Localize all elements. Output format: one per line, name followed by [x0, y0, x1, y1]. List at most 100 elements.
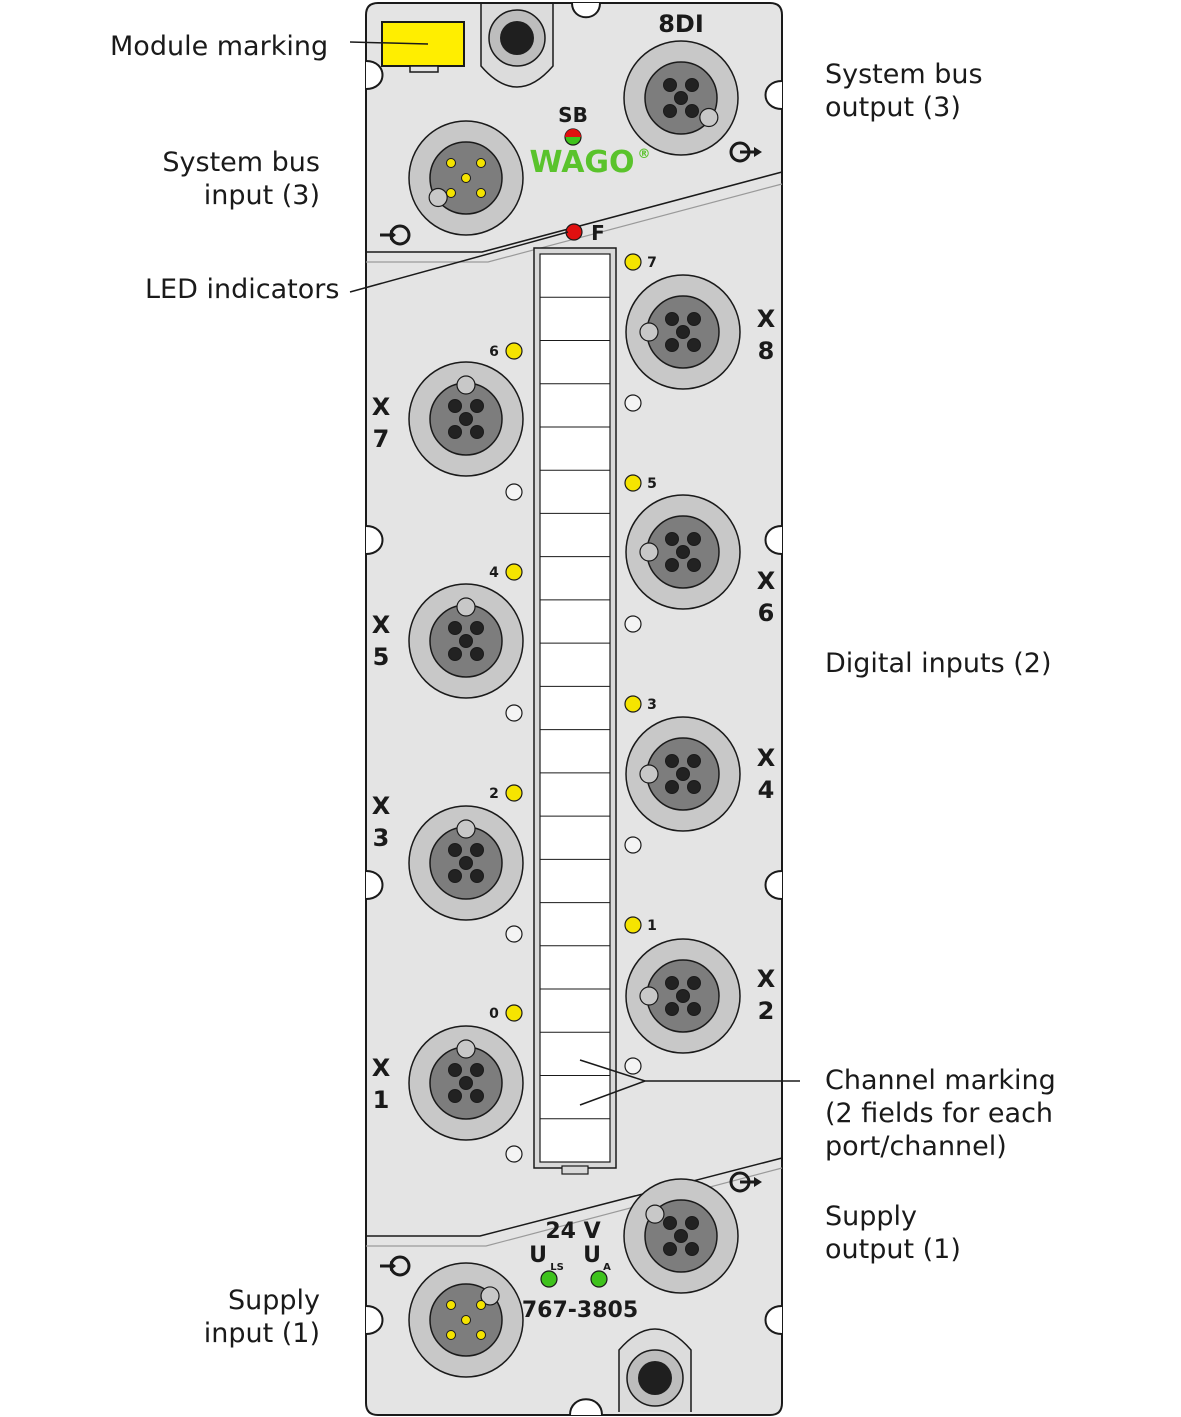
socket-pin [665, 780, 679, 794]
socket-pin [461, 173, 471, 183]
socket-pin [459, 856, 473, 870]
leader-led-indicators [349, 231, 569, 293]
socket-key [639, 764, 659, 784]
mounting-notch-left [365, 870, 384, 900]
channel-led-label-2: 2 [489, 786, 499, 802]
digital-input-socket-x8 [625, 274, 741, 390]
port-label-x6-number: 6 [758, 599, 775, 627]
brand-registered-mark: ® [638, 147, 651, 162]
socket-key [639, 986, 659, 1006]
socket-pin [448, 1089, 462, 1103]
channel-led-2 [505, 784, 523, 802]
socket-pin [676, 767, 690, 781]
socket-pin [685, 1242, 699, 1256]
mounting-screw-bottom [618, 1328, 692, 1412]
port-label-x1-number: 1 [373, 1086, 390, 1114]
supply-voltage-label: 24 V [545, 1219, 600, 1244]
digital-input-socket-x3 [408, 805, 524, 921]
callout-supply-input: Supply input (1) [203, 1285, 320, 1349]
channel-marking-strip-inner [539, 253, 611, 1163]
brand-logo: WAGO [529, 145, 634, 180]
port-label-x8-letter: X [757, 305, 776, 333]
socket-pin [676, 989, 690, 1003]
socket-pin [665, 558, 679, 572]
ua-label: U [583, 1243, 601, 1268]
socket-pin [687, 338, 701, 352]
arrow-ring [389, 224, 411, 246]
diagnostic-led [505, 1145, 523, 1163]
socket-pin [663, 1242, 677, 1256]
callout-system-bus-input: System bus input (3) [162, 147, 320, 211]
diagnostic-led [505, 483, 523, 501]
socket-pin [476, 158, 486, 168]
system-bus-output-symbol [729, 141, 762, 163]
socket-pin [459, 1076, 473, 1090]
socket-pin [448, 647, 462, 661]
channel-led-label-4: 4 [489, 565, 499, 581]
leader-module-marking [349, 41, 429, 45]
digital-input-socket-x6 [625, 494, 741, 610]
channel-led-label-7: 7 [647, 255, 657, 271]
socket-key [456, 597, 476, 617]
socket-pin [676, 325, 690, 339]
socket-pin [459, 412, 473, 426]
socket-key [456, 1039, 476, 1059]
system-bus-led-red-half [565, 129, 581, 137]
socket-pin [665, 976, 679, 990]
leader-channel-marking-upper [579, 1059, 646, 1082]
panel-divider-upper [366, 171, 783, 253]
socket-pin [470, 869, 484, 883]
fault-led [565, 223, 583, 241]
socket-pin [687, 780, 701, 794]
socket-pin [685, 78, 699, 92]
mounting-notch-right [764, 525, 783, 555]
port-label-x4-letter: X [757, 744, 776, 772]
socket-key [456, 375, 476, 395]
socket-pin [446, 158, 456, 168]
uls-subscript: LS [550, 1262, 564, 1273]
channel-led-label-5: 5 [647, 476, 657, 492]
arrow-head [754, 147, 762, 157]
diagnostic-led [624, 1057, 642, 1075]
socket-pin [665, 532, 679, 546]
port-label-x7-number: 7 [373, 425, 390, 453]
channel-led-0 [505, 1004, 523, 1022]
port-label-x5-letter: X [372, 611, 391, 639]
socket-pin [448, 621, 462, 635]
socket-pin [665, 338, 679, 352]
socket-pin [448, 843, 462, 857]
supply-output-socket [623, 1178, 739, 1294]
socket-pin [470, 621, 484, 635]
socket-pin [685, 104, 699, 118]
channel-led-label-0: 0 [489, 1006, 499, 1022]
socket-pin [470, 647, 484, 661]
mounting-notch-right [764, 870, 783, 900]
socket-pin [476, 188, 486, 198]
module-marking-tab [409, 65, 439, 73]
channel-led-7 [624, 253, 642, 271]
port-label-x5-number: 5 [373, 643, 390, 671]
system-bus-led-label: SB [558, 103, 588, 127]
system-bus-input-symbol [380, 224, 411, 246]
socket-pin [687, 976, 701, 990]
arrow-head [754, 1177, 762, 1187]
socket-key [456, 819, 476, 839]
mounting-notch-right [764, 1305, 783, 1335]
channel-led-5 [624, 474, 642, 492]
socket-pin [470, 843, 484, 857]
socket-key [639, 542, 659, 562]
callout-channel-marking: Channel marking (2 fields for each port/… [825, 1065, 1056, 1162]
leader-channel-marking-lower [579, 1080, 646, 1106]
system-bus-output-socket [623, 40, 739, 156]
callout-module-marking: Module marking [110, 31, 329, 62]
channel-led-1 [624, 916, 642, 934]
socket-pin [687, 754, 701, 768]
socket-key [699, 107, 719, 128]
channel-led-3 [624, 695, 642, 713]
socket-pin [448, 425, 462, 439]
mounting-notch-top [571, 2, 601, 19]
socket-pin [663, 104, 677, 118]
callout-led-indicators: LED indicators [145, 274, 340, 305]
